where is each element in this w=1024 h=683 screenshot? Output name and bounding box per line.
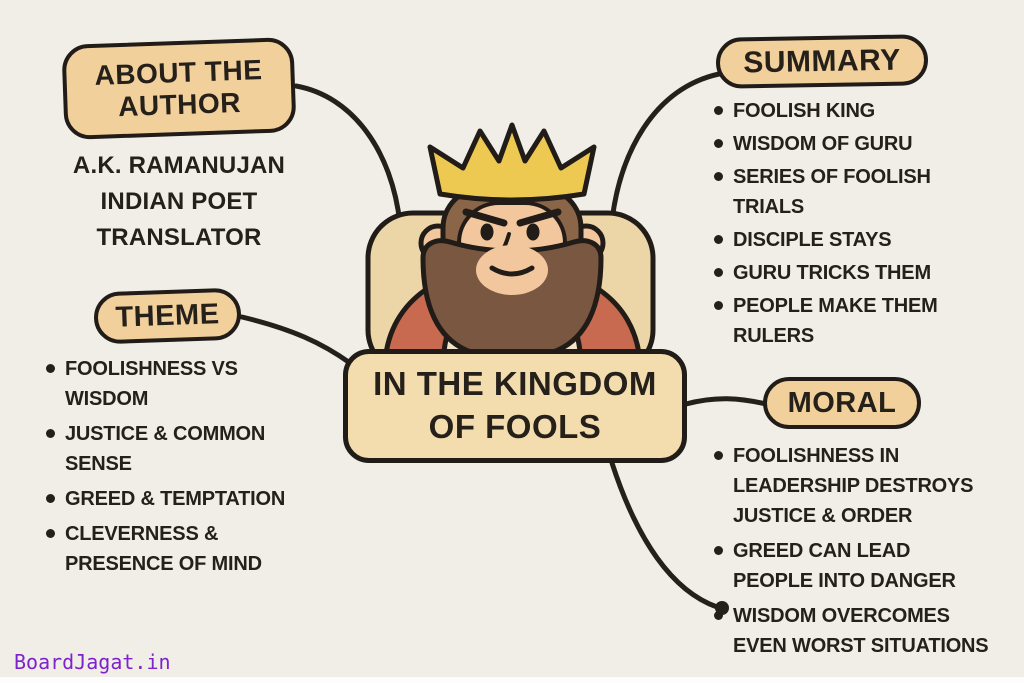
connector-summary-to-center [608,71,722,233]
king-left-eye [480,223,494,241]
connector-theme-to-title [239,314,353,366]
bullet-dot-icon [46,494,55,503]
moral-item: FOOLISHNESS IN LEADERSHIP DESTROYS JUSTI… [714,441,1019,531]
bullet-dot-icon [714,172,723,181]
moral-item-text: WISDOM OVERCOMES EVEN WORST SITUATIONS [733,605,989,657]
bullet-dot-icon [714,611,723,620]
theme-item: JUSTICE & COMMON SENSE [46,419,336,479]
bullet-dot-icon [714,301,723,310]
moral-node: MORAL [763,377,921,429]
bullet-dot-icon [46,364,55,373]
moral-item-text: GREED CAN LEAD PEOPLE INTO DANGER [733,540,956,592]
moral-list: FOOLISHNESS IN LEADERSHIP DESTROYS JUSTI… [714,441,1019,666]
summary-item: FOOLISH KING [714,96,1014,126]
king-mouth-frown [489,265,535,277]
summary-item-text: PEOPLE MAKE THEM RULERS [733,295,938,347]
bottom-white-strip [0,677,1024,683]
watermark-site-name: BoardJagat.in [14,650,171,674]
bullet-dot-icon [46,429,55,438]
bullet-dot-icon [714,235,723,244]
theme-item-text: FOOLISHNESS VS WISDOM [65,358,238,410]
king-mouth-area [476,245,548,295]
king-right-eyebrow [516,208,562,227]
summary-list: FOOLISH KING WISDOM OF GURU SERIES OF FO… [714,96,1014,354]
bullet-dot-icon [714,106,723,115]
connector-title-to-moral-bullet [609,460,720,610]
summary-item: PEOPLE MAKE THEM RULERS [714,291,1014,351]
summary-item-text: SERIES OF FOOLISH TRIALS [733,166,931,218]
moral-item-text: FOOLISHNESS IN LEADERSHIP DESTROYS JUSTI… [733,445,974,527]
summary-item-text: WISDOM OF GURU [733,133,913,155]
theme-item-text: CLEVERNESS & PRESENCE OF MIND [65,523,262,575]
summary-item: WISDOM OF GURU [714,129,1014,159]
summary-item-text: GURU TRICKS THEM [733,262,931,284]
summary-item: DISCIPLE STAYS [714,225,1014,255]
theme-item-text: JUSTICE & COMMON SENSE [65,423,266,475]
summary-item: GURU TRICKS THEM [714,258,1014,288]
theme-item: GREED & TEMPTATION [46,484,336,514]
theme-node: THEME [93,287,242,345]
bullet-dot-icon [714,546,723,555]
bullet-dot-icon [46,529,55,538]
theme-item-text: GREED & TEMPTATION [65,488,286,510]
king-illustration [365,122,656,378]
moral-item: WISDOM OVERCOMES EVEN WORST SITUATIONS [714,601,1019,661]
connector-title-to-moral [683,396,769,407]
moral-item: GREED CAN LEAD PEOPLE INTO DANGER [714,536,1019,596]
about-the-author-node: ABOUT THE AUTHOR [61,36,297,141]
summary-node: SUMMARY [715,34,929,89]
king-crown [427,122,597,203]
summary-item: SERIES OF FOOLISH TRIALS [714,162,1014,222]
bullet-dot-icon [714,451,723,460]
bullet-dot-icon [714,139,723,148]
theme-list: FOOLISHNESS VS WISDOM JUSTICE & COMMON S… [46,354,336,584]
summary-item-text: FOOLISH KING [733,100,876,122]
king-right-eye [526,223,540,241]
central-title: IN THE KINGDOM OF FOOLS [343,349,687,463]
bullet-dot-icon [714,268,723,277]
theme-item: FOOLISHNESS VS WISDOM [46,354,336,414]
theme-item: CLEVERNESS & PRESENCE OF MIND [46,519,336,579]
author-details: A.K. RAMANUJAN INDIAN POET TRANSLATOR [72,152,286,251]
king-left-eyebrow [462,208,508,227]
summary-item-text: DISCIPLE STAYS [733,229,892,251]
connector-about-to-center [293,83,403,227]
